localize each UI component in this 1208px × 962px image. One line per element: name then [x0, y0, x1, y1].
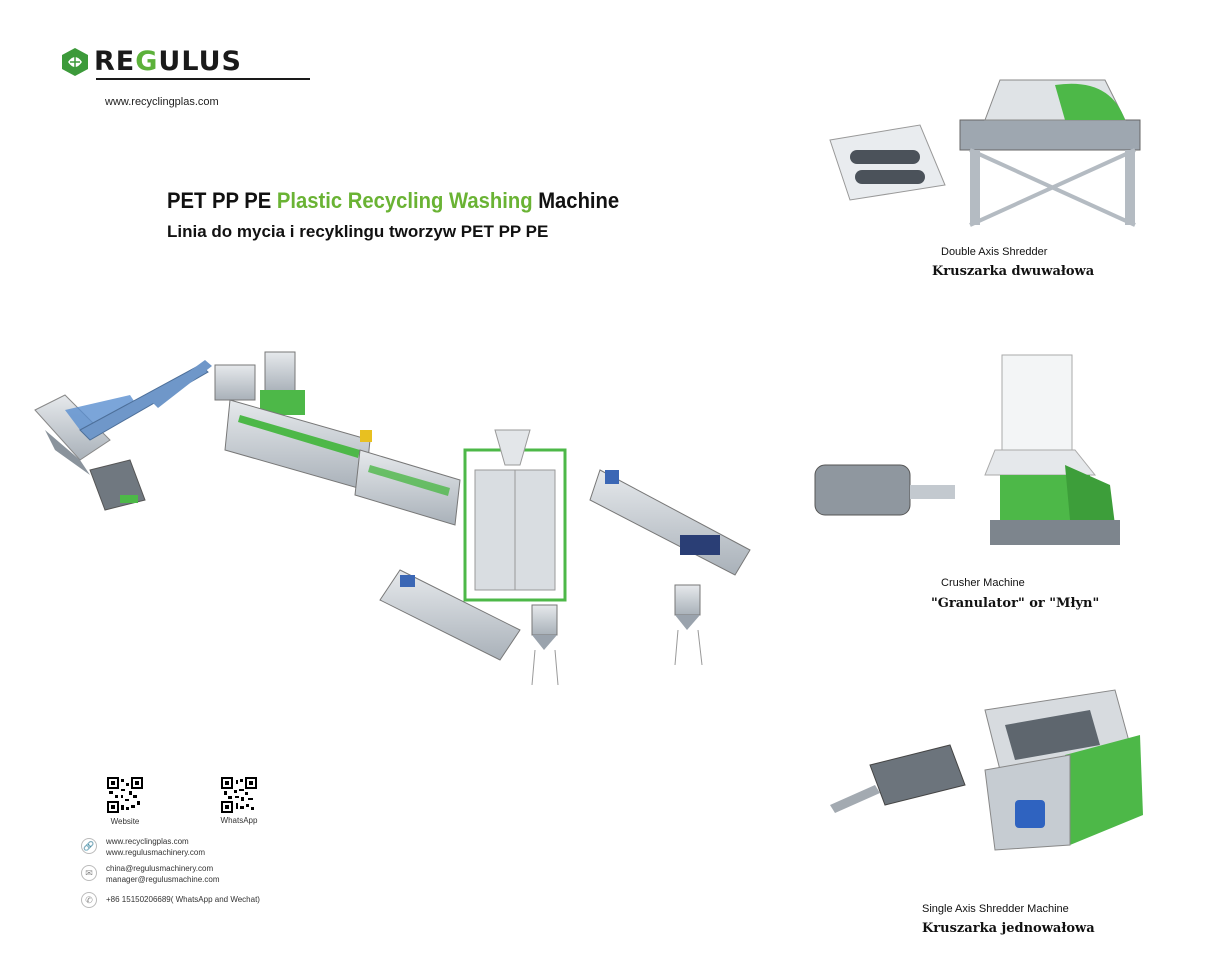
machine-caption-pl: "Granulator" or "Młyn" [931, 596, 1100, 611]
double-axis-shredder-image [829, 79, 1141, 227]
machine-caption-pl: Kruszarka dwuwałowa [932, 264, 1095, 279]
contact-web-links: www.recyclingplas.com www.regulusmachine… [106, 836, 205, 858]
phone-icon: ✆ [81, 892, 97, 908]
link-icon: 🔗 [81, 838, 97, 854]
shredder-body [959, 79, 1141, 227]
storage-silos [531, 584, 703, 686]
contact-web-2[interactable]: www.regulusmachinery.com [106, 848, 205, 857]
crusher-body [984, 354, 1120, 545]
single-shredder-body [984, 689, 1143, 851]
page-title: PET PP PE Plastic Recycling Washing Mach… [167, 188, 620, 213]
whatsapp-qr-label: WhatsApp [220, 816, 258, 825]
machine-caption-en: Crusher Machine [941, 577, 1025, 589]
contact-phone[interactable]: +86 15150206689( WhatsApp and Wechat) [106, 895, 260, 904]
website-qr-code[interactable] [107, 777, 143, 813]
contact-email-2[interactable]: manager@regulusmachine.com [106, 875, 220, 884]
crusher-rotor [814, 464, 955, 516]
brand-wordmark: REGULUS [94, 46, 242, 77]
machine-caption-en: Single Axis Shredder Machine [922, 903, 1069, 915]
machine-caption-en: Double Axis Shredder [941, 246, 1048, 258]
crusher-machine-image [814, 354, 1120, 545]
website-qr-label: Website [110, 817, 140, 826]
crusher-units [214, 351, 305, 415]
trommel-drum [34, 394, 140, 475]
contact-emails: china@regulusmachinery.com manager@regul… [106, 863, 220, 885]
regulus-leaf-icon [62, 47, 88, 76]
single-axis-shredder-image [830, 689, 1143, 851]
brand-website: www.recyclingplas.com [105, 96, 219, 108]
whatsapp-qr-code[interactable] [221, 777, 257, 813]
twin-shaft-rotor [829, 124, 946, 201]
mail-icon: ✉ [81, 865, 97, 881]
pelletizing-extruder-lines [379, 469, 751, 661]
page-subtitle: Linia do mycia i recyklingu tworzyw PET … [167, 222, 549, 241]
contact-email-1[interactable]: china@regulusmachinery.com [106, 864, 214, 873]
single-shaft-rotor [830, 744, 966, 813]
contact-web-1[interactable]: www.recyclingplas.com [106, 837, 189, 846]
belt-conveyor-2 [150, 360, 212, 408]
brand-logo: REGULUS [60, 46, 310, 80]
machine-caption-pl: Kruszarka jednowałowa [922, 921, 1095, 936]
washing-line-illustration [34, 351, 751, 686]
drying-tower [463, 429, 567, 602]
washing-tank-section [224, 399, 461, 526]
